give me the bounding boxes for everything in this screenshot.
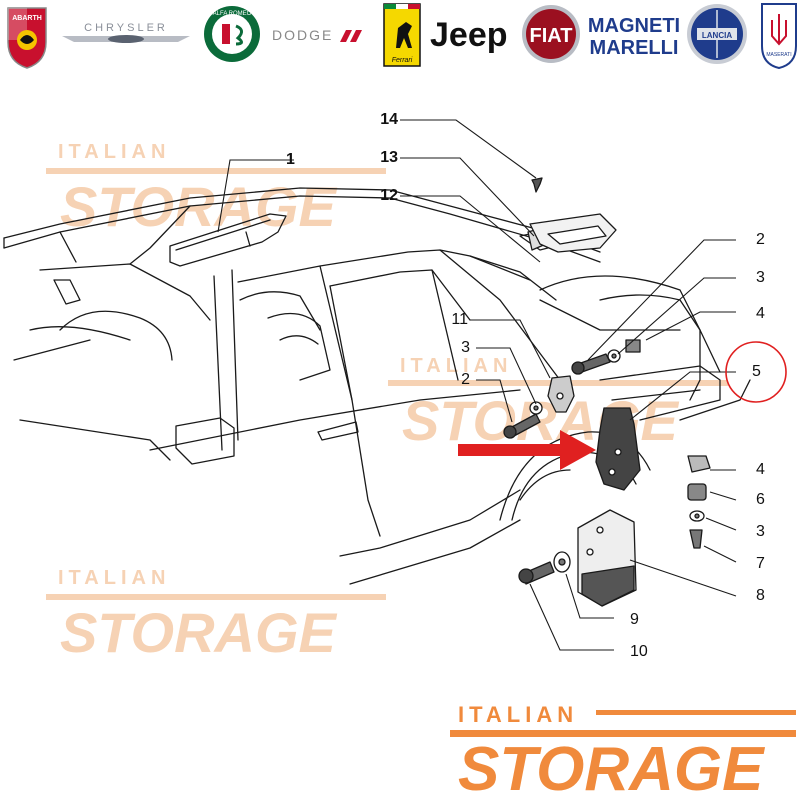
callout-6: 6: [756, 491, 765, 508]
watermark-small-text: ITALIAN: [400, 355, 512, 377]
maserati-logo: MASERATI: [761, 3, 797, 70]
callout-13: 13: [380, 149, 398, 166]
logo-small-text: ITALIAN: [458, 702, 578, 727]
ferrari-logo: Ferrari: [383, 3, 421, 67]
magneti-marelli-line2: MARELLI: [590, 37, 679, 59]
watermark-big-text: STORAGE: [402, 389, 680, 452]
ferrari-logo-text: Ferrari: [392, 57, 413, 64]
parts-drawing: [503, 177, 711, 607]
callout-1: 1: [286, 151, 295, 168]
callout-4: 4: [756, 305, 765, 322]
watermark-small-text: ITALIAN: [58, 141, 170, 163]
magneti-marelli-logo: MAGNETI MARELLI: [588, 15, 680, 59]
callout-10: 10: [630, 643, 648, 660]
watermark-big-text: STORAGE: [60, 175, 338, 238]
logo-big-text: STORAGE: [458, 735, 765, 800]
callout-3: 3: [461, 339, 470, 356]
leader-lines: [217, 119, 737, 651]
dodge-logo-text: DODGE: [272, 27, 333, 43]
lancia-logo-text: LANCIA: [702, 31, 732, 40]
exploded-parts-diagram: ITALIAN STORAGE ITALIAN STORAGE ITALIAN …: [3, 111, 796, 800]
magneti-marelli-line1: MAGNETI: [588, 15, 680, 37]
callout-12: 12: [380, 187, 398, 204]
callout-9: 9: [630, 611, 639, 628]
watermark-small-text: ITALIAN: [58, 567, 170, 589]
alfa-romeo-logo-text: ALFA ROMEO: [213, 11, 252, 17]
fiat-logo: FIAT: [522, 5, 580, 63]
callout-labels: 1 14 13 12 2 3 4 11 3 2 5 4 6 3 7 8 9 10: [286, 111, 765, 660]
abarth-logo-text: ABARTH: [12, 15, 42, 22]
lancia-logo: LANCIA: [687, 4, 747, 64]
maserati-logo-text: MASERATI: [766, 52, 791, 58]
callout-2: 2: [461, 371, 470, 388]
highlight-circle: [725, 341, 787, 403]
callout-14: 14: [380, 111, 398, 128]
callout-8: 8: [756, 587, 765, 604]
brand-logo-bar: ABARTH CHRYSLER ALFA ROMEO DODGE Ferrari…: [7, 3, 797, 70]
callout-5: 5: [752, 363, 761, 380]
callout-4: 4: [756, 461, 765, 478]
callout-3: 3: [756, 269, 765, 286]
callout-3: 3: [756, 523, 765, 540]
dodge-logo: DODGE: [272, 27, 362, 43]
highlight-arrow: [458, 430, 596, 470]
callout-2: 2: [756, 231, 765, 248]
callout-11: 11: [451, 311, 468, 328]
watermark-background: ITALIAN STORAGE ITALIAN STORAGE ITALIAN …: [46, 141, 728, 664]
fiat-logo-text: FIAT: [530, 25, 573, 47]
jeep-logo-text: Jeep: [430, 16, 508, 54]
alfa-romeo-logo: ALFA ROMEO: [204, 6, 260, 62]
watermark-big-text: STORAGE: [60, 601, 338, 664]
italian-storage-logo: ITALIAN STORAGE: [450, 702, 796, 800]
chrysler-logo-text: CHRYSLER: [84, 22, 168, 34]
chrysler-logo: CHRYSLER: [62, 22, 190, 43]
abarth-logo: ABARTH: [7, 7, 47, 69]
jeep-logo: Jeep: [430, 16, 508, 54]
callout-7: 7: [756, 555, 765, 572]
